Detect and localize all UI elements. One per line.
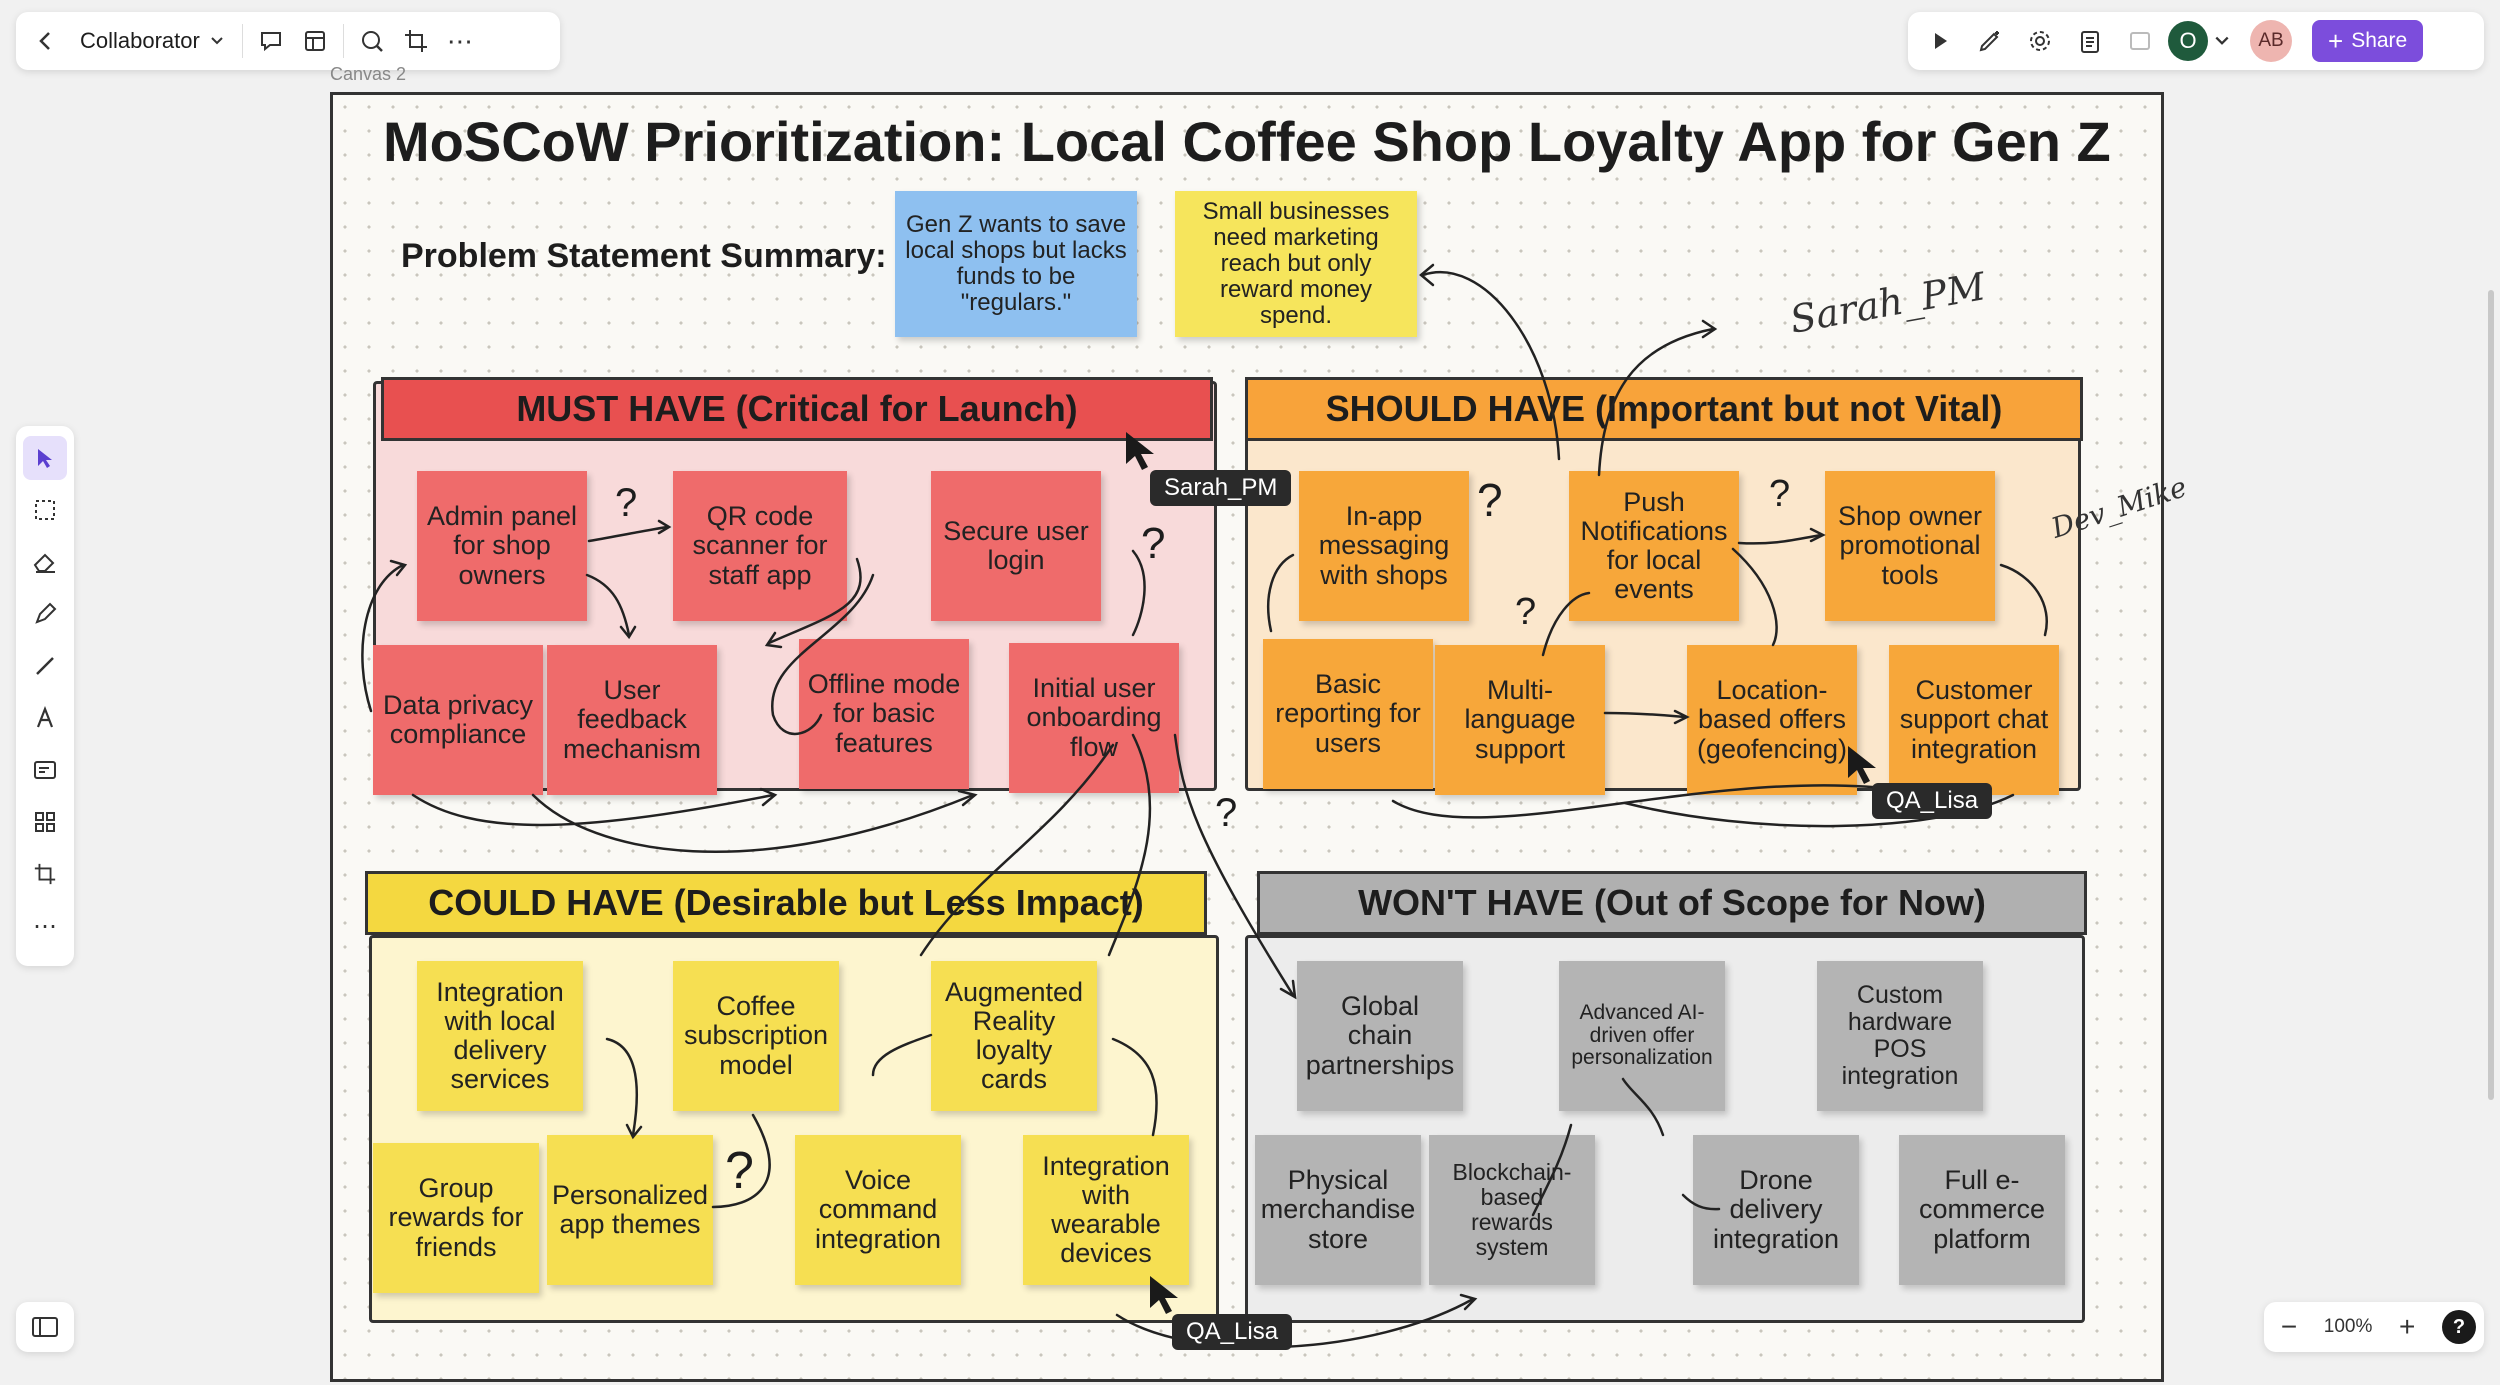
must-item[interactable]: QR code scanner for staff app (673, 471, 847, 621)
text-tool-icon[interactable] (23, 696, 67, 740)
problem-note-2[interactable]: Small businesses need marketing reach bu… (1175, 191, 1417, 337)
could-have-header: COULD HAVE (Desirable but Less Impact) (365, 871, 1207, 935)
components-grid-icon[interactable] (23, 800, 67, 844)
zoom-controls: − 100% + ? (2264, 1302, 2484, 1352)
workspace-name: Collaborator (80, 28, 200, 54)
board-title: MoSCoW Prioritization: Local Coffee Shop… (383, 109, 2111, 174)
canvas-label: Canvas 2 (330, 64, 406, 85)
wont-item[interactable]: Drone delivery integration (1693, 1135, 1859, 1285)
cursor-label: QA_Lisa (1172, 1314, 1292, 1350)
wont-item[interactable]: Full e-commerce platform (1899, 1135, 2065, 1285)
must-item[interactable]: Initial user onboarding flow (1009, 643, 1179, 793)
avatar[interactable]: O (2168, 21, 2208, 61)
share-button[interactable]: + Share (2312, 20, 2423, 62)
select-tool-icon[interactable] (23, 436, 67, 480)
pen-sparkle-icon[interactable] (1968, 19, 2012, 63)
wont-have-header: WON'T HAVE (Out of Scope for Now) (1257, 871, 2087, 935)
zoom-level[interactable]: 100% (2324, 1316, 2373, 1338)
line-icon[interactable] (23, 644, 67, 688)
must-have-header: MUST HAVE (Critical for Launch) (381, 377, 1213, 441)
zoom-out-button[interactable]: − (2272, 1305, 2306, 1349)
chevron-down-icon (210, 34, 224, 48)
wont-item[interactable]: Custom hardware POS integration (1817, 961, 1983, 1111)
panel-toggle-button[interactable] (16, 1302, 74, 1352)
share-label: Share (2351, 29, 2407, 53)
should-item[interactable]: Basic reporting for users (1263, 639, 1433, 789)
handwritten-signature: Sarah_PM (1787, 264, 1989, 342)
frame-icon[interactable] (2118, 19, 2162, 63)
chevron-down-icon[interactable] (2214, 33, 2230, 49)
more-icon[interactable]: ⋯ (438, 19, 482, 63)
should-item[interactable]: In-app messaging with shops (1299, 471, 1469, 621)
question-mark: ? (1769, 473, 1790, 516)
must-item[interactable]: User feedback mechanism (547, 645, 717, 795)
could-item[interactable]: Voice command integration (795, 1135, 961, 1285)
must-item[interactable]: Admin panel for shop owners (417, 471, 587, 621)
cursor-arrow-icon (1124, 430, 1164, 474)
should-have-header: SHOULD HAVE (Important but not Vital) (1245, 377, 2083, 441)
board-frame[interactable]: MoSCoW Prioritization: Local Coffee Shop… (330, 92, 2164, 1382)
problem-statement-label: Problem Statement Summary: (401, 237, 887, 276)
should-item[interactable]: Push Notifications for local events (1569, 471, 1739, 621)
question-mark: ? (1215, 791, 1237, 836)
play-icon[interactable] (1918, 19, 1962, 63)
more-icon[interactable]: ⋯ (23, 904, 67, 948)
left-toolbar: ⋯ (16, 426, 74, 966)
could-item[interactable]: Personalized app themes (547, 1135, 713, 1285)
must-item[interactable]: Offline mode for basic features (799, 639, 969, 789)
should-item[interactable]: Customer support chat integration (1889, 645, 2059, 795)
vertical-scrollbar[interactable] (2488, 290, 2494, 1100)
clipboard-icon[interactable] (2068, 19, 2112, 63)
must-item[interactable]: Secure user login (931, 471, 1101, 621)
problem-note-1[interactable]: Gen Z wants to save local shops but lack… (895, 191, 1137, 337)
could-item[interactable]: Coffee subscription model (673, 961, 839, 1111)
search-zoom-icon[interactable] (350, 19, 394, 63)
layout-icon[interactable] (293, 19, 337, 63)
could-item[interactable]: Integration with local delivery services (417, 961, 583, 1111)
should-item[interactable]: Shop owner promotional tools (1825, 471, 1995, 621)
wont-item[interactable]: Blockchain-based rewards system (1429, 1135, 1595, 1285)
question-mark: ? (1477, 473, 1503, 527)
must-item[interactable]: Data privacy compliance (373, 645, 543, 795)
marquee-tool-icon[interactable] (23, 488, 67, 532)
top-right-toolbar: O AB + Share (1908, 12, 2484, 70)
question-mark: ? (615, 481, 637, 526)
could-item[interactable]: Group rewards for friends (373, 1143, 539, 1293)
wont-item[interactable]: Global chain partnerships (1297, 961, 1463, 1111)
help-button[interactable]: ? (2442, 1310, 2476, 1344)
avatar[interactable]: AB (2250, 20, 2292, 62)
eraser-icon[interactable] (23, 540, 67, 584)
could-item[interactable]: Augmented Reality loyalty cards (931, 961, 1097, 1111)
plus-icon: + (2328, 26, 2343, 57)
wont-item[interactable]: Advanced AI-driven offer personalization (1559, 961, 1725, 1111)
cursor-label: QA_Lisa (1872, 783, 1992, 819)
crop-icon[interactable] (23, 852, 67, 896)
should-item[interactable]: Location-based offers (geofencing) (1687, 645, 1857, 795)
top-left-toolbar: Collaborator ⋯ (16, 12, 560, 70)
sticky-note-icon[interactable] (23, 748, 67, 792)
comment-icon[interactable] (249, 19, 293, 63)
could-item[interactable]: Integration with wearable devices (1023, 1135, 1189, 1285)
workspace-dropdown[interactable]: Collaborator (68, 28, 236, 54)
sidebar-icon (31, 1316, 59, 1338)
question-mark: ? (1515, 591, 1536, 634)
cursor-arrow-icon (1148, 1274, 1188, 1318)
cursor-arrow-icon (1846, 744, 1886, 788)
should-item[interactable]: Multi-language support (1435, 645, 1605, 795)
question-mark: ? (1141, 519, 1165, 569)
settings-gear-icon[interactable] (2018, 19, 2062, 63)
cursor-label: Sarah_PM (1150, 470, 1291, 506)
wont-item[interactable]: Physical merchandise store (1255, 1135, 1421, 1285)
zoom-in-button[interactable]: + (2390, 1305, 2424, 1349)
back-icon[interactable] (24, 19, 68, 63)
crop-icon[interactable] (394, 19, 438, 63)
question-mark: ? (725, 1141, 754, 1201)
pen-icon[interactable] (23, 592, 67, 636)
